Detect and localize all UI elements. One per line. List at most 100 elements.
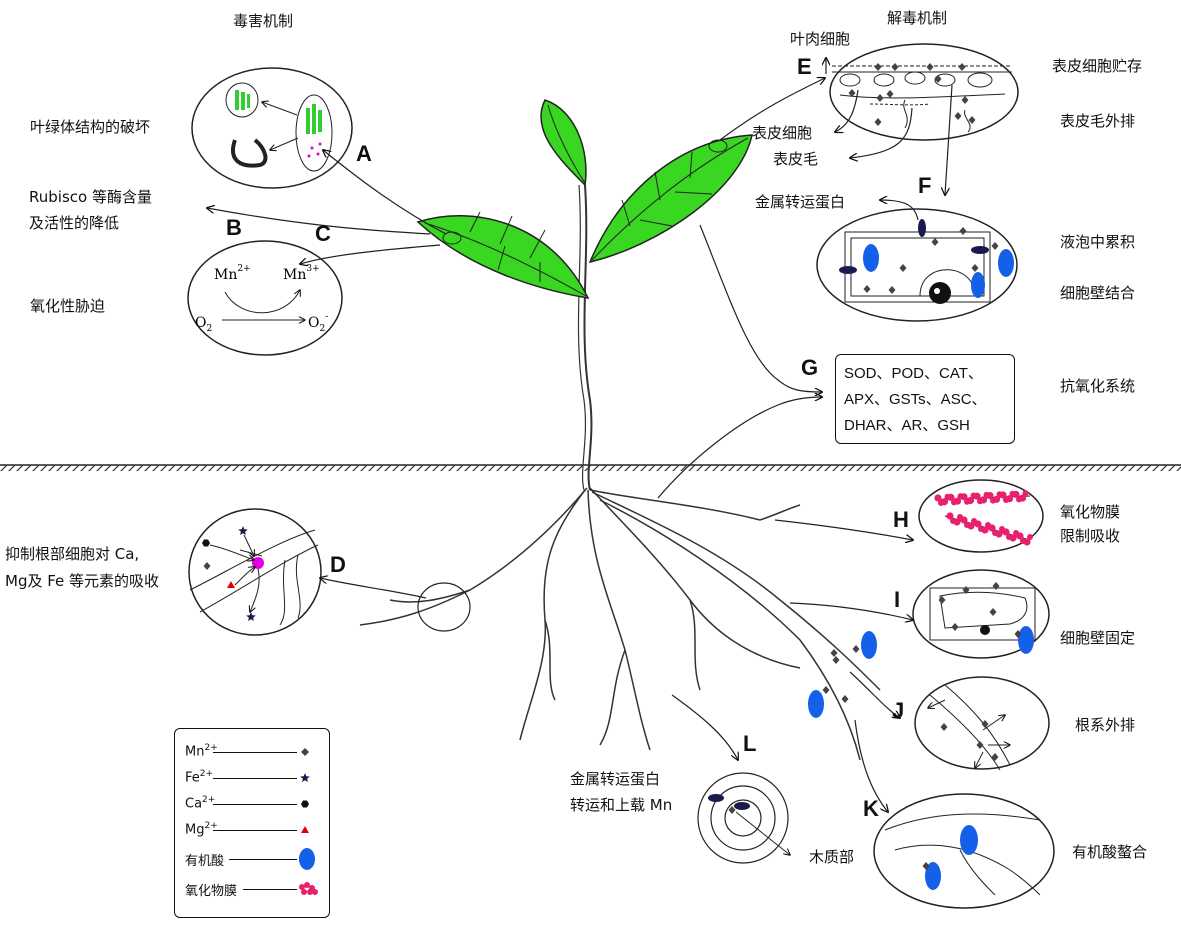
mn-diamond (832, 656, 840, 664)
oxide-dot (960, 493, 968, 501)
mn-diamond (876, 94, 884, 102)
legend-item-ellipse: 有机酸 (185, 848, 325, 870)
mn-diamond (886, 90, 894, 98)
mn-diamond (938, 596, 946, 604)
fe-star (300, 773, 310, 782)
label-xylem: 木质部 (809, 848, 855, 866)
letter-h: H (893, 507, 909, 532)
oxide-dot (1012, 490, 1020, 498)
oxide-dot (966, 496, 975, 505)
letter-f: F (918, 173, 932, 198)
mn-diamond (863, 285, 871, 293)
root-d-ion-symbols (202, 526, 256, 621)
label-organic-acid-chelation: 有机酸螯合 (1072, 843, 1148, 861)
mn-diamond (954, 112, 962, 120)
mn-diamond (981, 720, 989, 728)
legend-symbol-ellipse (299, 848, 315, 870)
label-root-uptake-2: Mg及 Fe 等元素的吸收 (5, 572, 160, 590)
mn-diamond (991, 242, 999, 250)
oxide-dot (981, 526, 989, 534)
legend-label: Mn2+ (185, 743, 218, 760)
mn-diamond (922, 862, 930, 870)
letter-c: C (315, 221, 331, 246)
mn-diamond (848, 89, 856, 97)
heading-detox: 解毒机制 (887, 9, 948, 27)
letter-d: D (330, 552, 346, 577)
label-cell-wall-binding: 细胞壁结合 (1060, 284, 1136, 302)
mn-diamond (891, 63, 899, 71)
plant-roots (359, 487, 881, 761)
oxide-dot (960, 516, 968, 524)
oxide-dot (947, 493, 955, 501)
ca-hexagon (301, 800, 309, 808)
label-epidermal-storage: 表皮细胞贮存 (1052, 57, 1143, 75)
oxide-dot (953, 518, 961, 526)
oxide-dot (999, 491, 1007, 499)
mn-diamond (852, 645, 860, 653)
oxide-dot (1005, 495, 1014, 503)
mn-diamond-markers (203, 63, 1022, 870)
label-rubisco-2: 及活性的降低 (29, 214, 120, 232)
mn-diamond (888, 286, 896, 294)
legend-symbol-cluster (299, 882, 318, 895)
legend-item-hexagon: Ca2+ (185, 793, 325, 815)
antioxidant-line-3: DHAR、AR、GSH (844, 417, 970, 434)
legend-symbol-star (300, 773, 310, 782)
letter-b: B (226, 215, 242, 240)
label-antioxidant-system: 抗氧化系统 (1060, 377, 1136, 395)
oval-j-root-excretion (914, 676, 1050, 771)
label-chloroplast-damage: 叶绿体结构的破坏 (30, 118, 151, 136)
mn-diamond (841, 695, 849, 703)
label-root-uptake-1: 抑制根部细胞对 Ca, (5, 545, 140, 563)
label-metal-transporter: 金属转运蛋白 (755, 193, 846, 211)
plant-stem (583, 184, 593, 491)
oxide-dot (992, 495, 1001, 503)
fe-star (246, 612, 256, 621)
mn-diamond (961, 96, 969, 104)
oval-c-reaction: Mn2+ Mn3+ O2 O2- (187, 240, 343, 356)
mn-diamond (874, 63, 882, 71)
mn-diamond (1014, 630, 1022, 638)
oval-a-chloroplast (191, 67, 353, 189)
antioxidant-line-2: APX、GSTs、ASC、 (844, 391, 987, 408)
label-root-excretion: 根系外排 (1075, 716, 1136, 734)
oxide-dot (973, 492, 981, 500)
label-mesophyll: 叶肉细胞 (790, 30, 851, 48)
oxide-dot (940, 498, 949, 506)
legend-symbol-diamond (301, 748, 309, 756)
oxide-dot (934, 494, 942, 502)
legend-box: Mn2+Fe2+Ca2+Mg2+有机酸氧化物膜 (174, 728, 330, 918)
connector-arrows (207, 58, 953, 812)
reaction-o2: O2 (195, 315, 212, 334)
oxide-dot (1027, 534, 1033, 540)
leaf-right (588, 134, 753, 264)
mn-diamond (874, 118, 882, 126)
label-oxide-film-1: 氧化物膜 (1060, 503, 1121, 521)
oxide-dot (1002, 528, 1010, 536)
oxide-dot (979, 496, 988, 504)
oxide-dot (967, 522, 975, 530)
oxide-dot (1016, 532, 1024, 540)
label-transport-2: 转运和上载 Mn (570, 796, 673, 814)
oxide-film-dots (934, 490, 1033, 546)
oval-d-root-uptake (188, 508, 322, 636)
leaf-left (416, 211, 590, 299)
oxide-dot (988, 524, 996, 532)
legend-symbol-hexagon (301, 800, 309, 808)
reaction-mn2: Mn2+ (214, 264, 251, 283)
label-vacuole-accumulation: 液泡中累积 (1060, 233, 1136, 251)
mn-diamond (203, 562, 211, 570)
mn-diamond (822, 686, 830, 694)
mn-diamond (951, 623, 959, 631)
mn-diamond (899, 264, 907, 272)
oxide-dot (1018, 494, 1027, 502)
oval-i-cell-wall (912, 569, 1050, 659)
antioxidant-box: SOD、POD、CAT、 APX、GSTs、ASC、 DHAR、AR、GSH (835, 354, 1015, 444)
oxide-dot (1009, 534, 1017, 542)
mn-diamond (968, 116, 976, 124)
oxide-dot (986, 492, 994, 500)
legend-label: Mg2+ (185, 821, 218, 838)
oxide-dot (1022, 490, 1029, 497)
label-trichome: 表皮毛 (773, 150, 819, 168)
legend-item-triangle: Mg2+ (185, 819, 325, 841)
